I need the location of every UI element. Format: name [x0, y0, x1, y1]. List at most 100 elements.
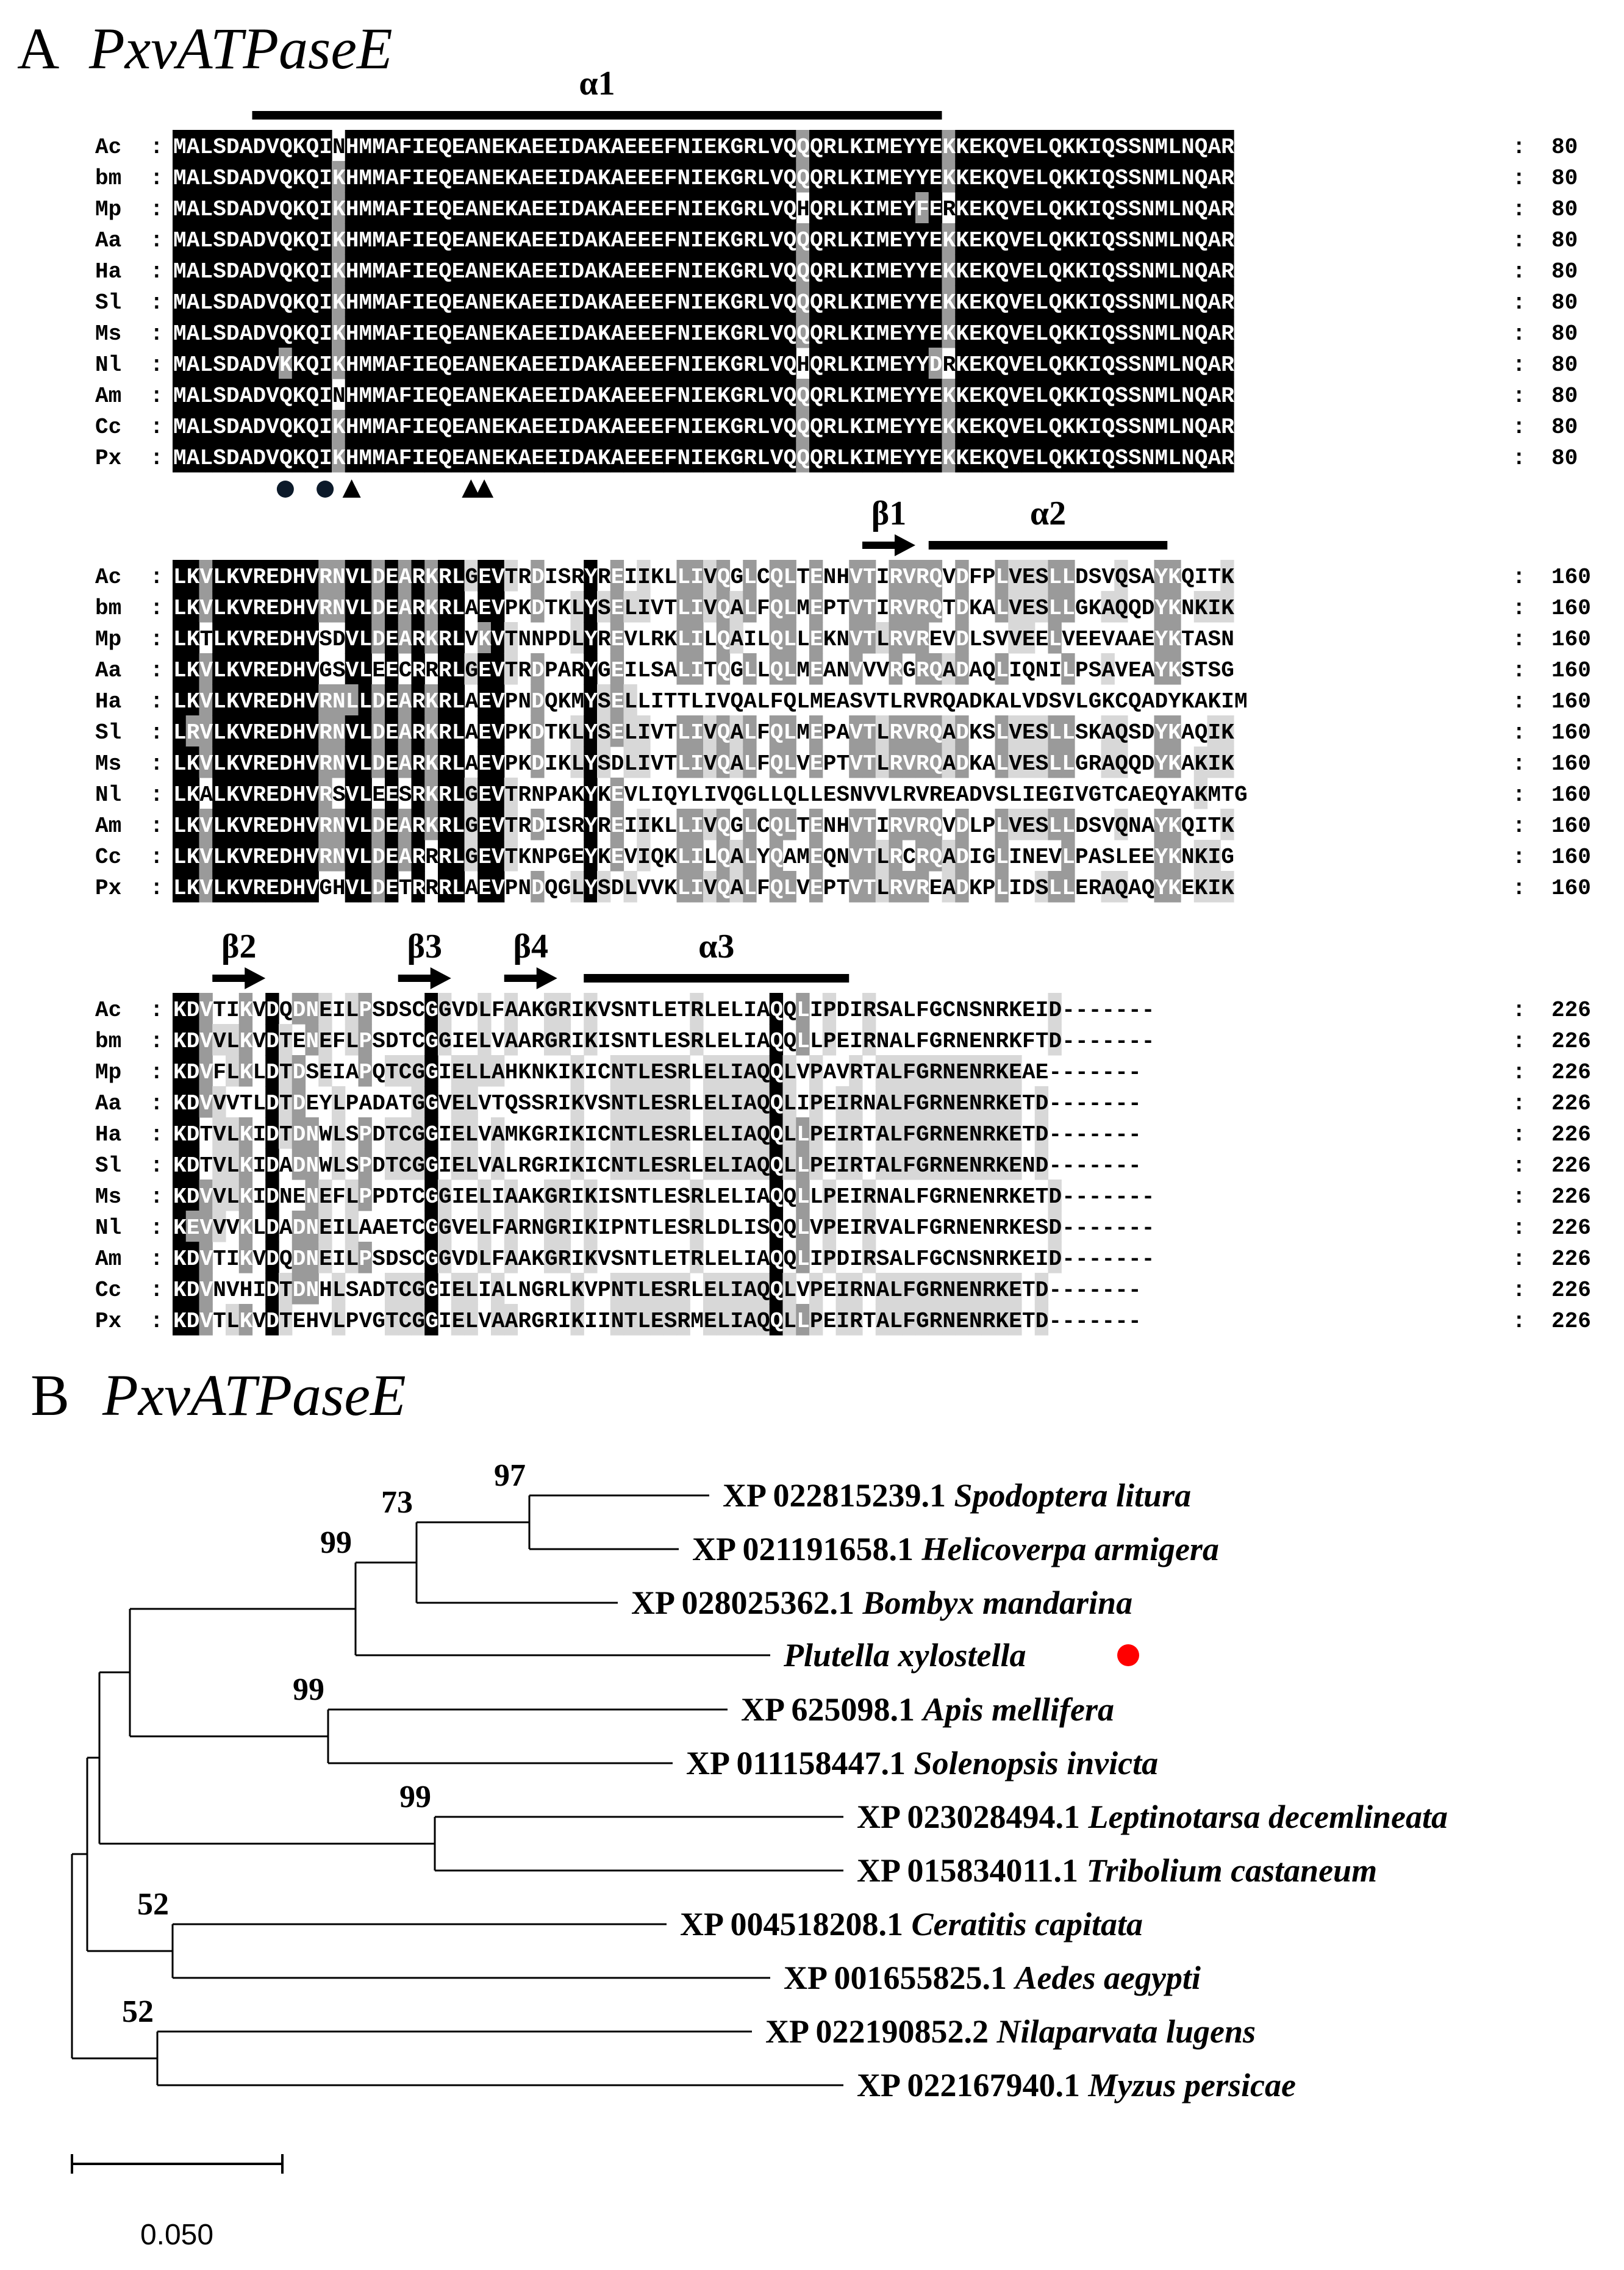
strand-arrow-head — [895, 534, 915, 556]
residue-shade — [358, 192, 372, 224]
strand-arrow-shaft — [862, 542, 897, 549]
label-separator: : — [150, 1184, 163, 1209]
residue-shade — [185, 348, 200, 379]
residue-shade — [279, 285, 293, 317]
residue-shade — [411, 441, 425, 473]
position-number: 80 — [1551, 166, 1578, 191]
sequence-row: KDVVLKIDNENEFLPPDTCGGIELIAAKGRIKISNTLESR… — [173, 1184, 1154, 1209]
residue-shade — [318, 223, 332, 255]
bootstrap-label: 99 — [293, 1672, 324, 1707]
residue-shade — [173, 285, 187, 317]
residue-shade — [371, 223, 385, 255]
residue-shade — [438, 317, 452, 348]
label-separator: : — [150, 1153, 163, 1178]
residue-shade — [252, 379, 266, 410]
residue-shade — [318, 348, 332, 379]
residue-shade — [252, 161, 266, 193]
residue-shade — [279, 317, 293, 348]
bootstrap-label: 52 — [137, 1887, 169, 1922]
residue-shade — [411, 410, 425, 442]
residue-shade — [185, 254, 200, 286]
residue-shade — [173, 192, 187, 224]
residue-shade — [212, 285, 226, 317]
sequence-row: MALSDADVQKQIKHMMAFIEQEANEKAEEIDAKAEEEFNI… — [173, 259, 1234, 284]
species-label: Ms — [95, 1184, 121, 1209]
residue-shade — [345, 317, 359, 348]
residue-shade — [318, 410, 332, 442]
residue-shade — [185, 317, 200, 348]
residue-shade — [226, 192, 240, 224]
residue-shade — [318, 379, 332, 410]
label-separator: : — [150, 290, 163, 315]
residue-shade — [199, 379, 213, 410]
species-label: Px — [95, 876, 121, 901]
position-number: 226 — [1551, 1309, 1591, 1334]
residue-shade — [398, 130, 412, 162]
residue-shade — [226, 285, 240, 317]
species-label: Cc — [95, 845, 121, 870]
label-separator: : — [150, 353, 163, 378]
residue-shade — [371, 410, 385, 442]
label-separator: : — [150, 1309, 163, 1334]
label-separator: : — [150, 876, 163, 901]
label-separator: : — [150, 1122, 163, 1147]
residue-shade — [305, 223, 319, 255]
residue-shade — [212, 348, 226, 379]
secondary-structure-label: α1 — [579, 65, 615, 102]
species-label: bm — [95, 596, 121, 621]
residue-shade — [292, 348, 306, 379]
end-separator: : — [1512, 353, 1526, 378]
panel-a-letter: A — [17, 16, 59, 81]
residue-shade — [358, 254, 372, 286]
sequence-row: KDTVLKIDTDNWLSPDTCGGIELVAMKGRIKICNTLESRL… — [173, 1122, 1142, 1147]
residue-shade — [345, 379, 359, 410]
residue-shade — [398, 379, 412, 410]
residue-shade — [173, 441, 187, 473]
residue-shade — [173, 130, 187, 162]
position-number: 226 — [1551, 998, 1591, 1023]
residue-shade — [199, 348, 213, 379]
residue-shade — [226, 254, 240, 286]
position-number: 160 — [1551, 876, 1591, 901]
species-label: Cc — [95, 415, 121, 440]
species-label: Mp — [95, 1060, 121, 1085]
residue-shade — [398, 192, 412, 224]
panel-b-gene: PxvATPaseE — [102, 1362, 406, 1428]
position-number: 80 — [1551, 228, 1578, 253]
residue-shade — [252, 441, 266, 473]
residue-shade — [265, 379, 279, 410]
residue-shade — [424, 379, 438, 410]
helix-bar — [928, 541, 1168, 550]
residue-shade — [252, 348, 266, 379]
residue-shade — [371, 192, 385, 224]
residue-shade — [265, 317, 279, 348]
label-separator: : — [150, 1216, 163, 1241]
bootstrap-label: 52 — [122, 1994, 154, 2029]
residue-shade — [279, 348, 293, 379]
residue-shade — [292, 223, 306, 255]
residue-shade — [345, 223, 359, 255]
residue-shade — [424, 254, 438, 286]
residue-shade — [332, 161, 346, 193]
bootstrap-label: 99 — [320, 1525, 352, 1560]
species-label: Am — [95, 1247, 121, 1272]
residue-shade — [398, 254, 412, 286]
sequence-row: KDVVLKVDTENEFLPSDTCGGIELVAARGRIKISNTLESR… — [173, 1029, 1154, 1054]
residue-shade — [279, 254, 293, 286]
residue-shade — [318, 317, 332, 348]
residue-shade — [199, 441, 213, 473]
residue-shade — [173, 254, 187, 286]
sequence-row: KDVTLKVDTEHVLPVGTCGGIELVAARGRIKIINTLESRM… — [173, 1309, 1142, 1334]
panel-b-title: B PxvATPaseE — [30, 1362, 406, 1428]
residue-shade — [226, 410, 240, 442]
end-separator: : — [1512, 415, 1526, 440]
residue-shade — [411, 130, 425, 162]
species-label: Ac — [95, 565, 121, 590]
strand-arrow-shaft — [212, 975, 248, 982]
residue-shade — [226, 379, 240, 410]
residue-shade — [238, 254, 253, 286]
residue-shade — [173, 348, 187, 379]
residue-shade — [292, 254, 306, 286]
end-separator: : — [1512, 658, 1526, 683]
